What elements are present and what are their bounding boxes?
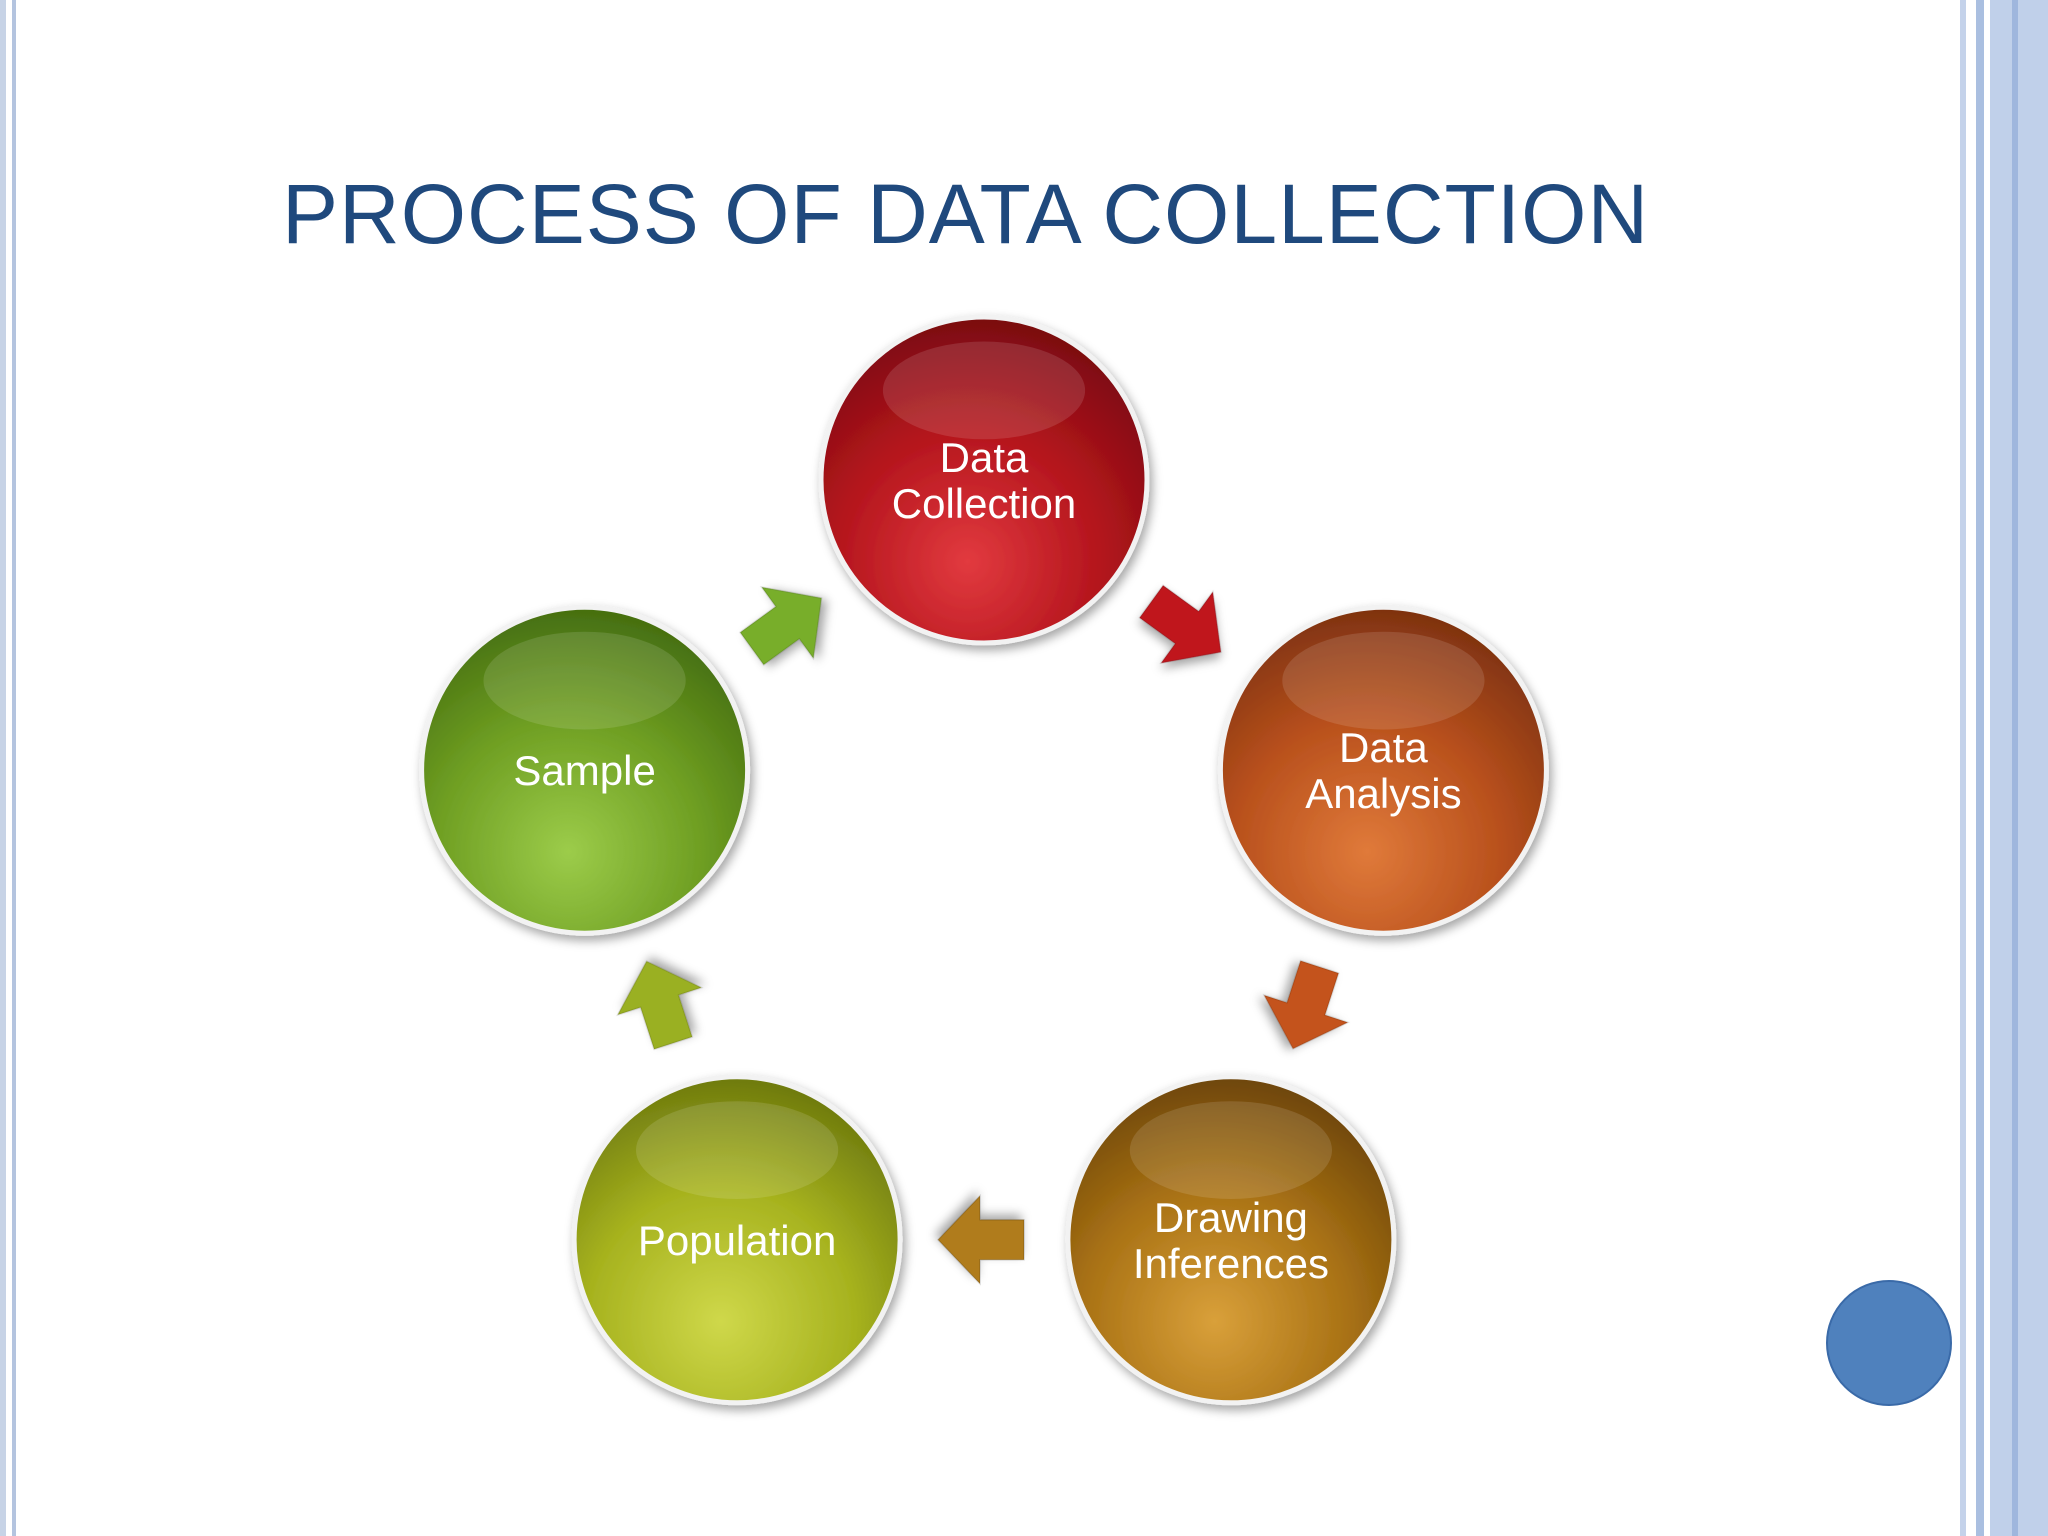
cycle-arrow-icon xyxy=(616,960,704,1051)
cycle-node-label: Population xyxy=(638,1217,837,1264)
cycle-node-label: Sample xyxy=(513,747,655,794)
cycle-node-label-line: Data xyxy=(940,434,1029,481)
left-border-line-inner xyxy=(12,0,16,1536)
cycle-node-circle xyxy=(1065,1074,1397,1406)
cycle-arrow-icon xyxy=(739,586,823,666)
cycle-node-circle xyxy=(571,1074,903,1406)
cycle-node-label-line: Sample xyxy=(513,747,655,794)
cycle-node-sample: Sample xyxy=(419,604,751,936)
cycle-node-highlight xyxy=(636,1101,839,1199)
cycle-node-highlight xyxy=(483,631,686,730)
cycle-node-label-line: Population xyxy=(638,1217,837,1264)
right-decor-bar xyxy=(1960,0,1966,1536)
right-decor-bar xyxy=(2012,0,2018,1536)
cycle-arrow-icon xyxy=(936,1193,1025,1286)
cycle-node-circle xyxy=(1217,604,1549,936)
slide-nav-dot-icon[interactable] xyxy=(1826,1280,1952,1406)
cycle-node-circle xyxy=(419,604,751,936)
slide-title: PROCESS OF DATA COLLECTION xyxy=(282,167,1650,261)
cycle-node-highlight xyxy=(1129,1101,1332,1199)
cycle-node-label-line: Analysis xyxy=(1305,770,1461,817)
cycle-node-population: Population xyxy=(571,1074,903,1406)
cycle-node-label-line: Data xyxy=(1339,724,1428,771)
cycle-arrow-icon xyxy=(1262,959,1350,1050)
arrows-layer xyxy=(616,584,1350,1286)
cycle-node-label-line: Inferences xyxy=(1133,1240,1329,1287)
right-decor-bar xyxy=(1990,0,2048,1536)
cycle-node-highlight xyxy=(882,341,1086,440)
cycle-arrow-icon xyxy=(1138,584,1222,665)
cycle-node-circle xyxy=(818,314,1150,646)
cycle-node-highlight xyxy=(1282,631,1485,730)
cycle-node-label-line: Collection xyxy=(892,480,1076,527)
left-border-line xyxy=(0,0,6,1536)
right-decor-bar xyxy=(1976,0,1984,1536)
cycle-node-label-line: Drawing xyxy=(1154,1194,1308,1241)
